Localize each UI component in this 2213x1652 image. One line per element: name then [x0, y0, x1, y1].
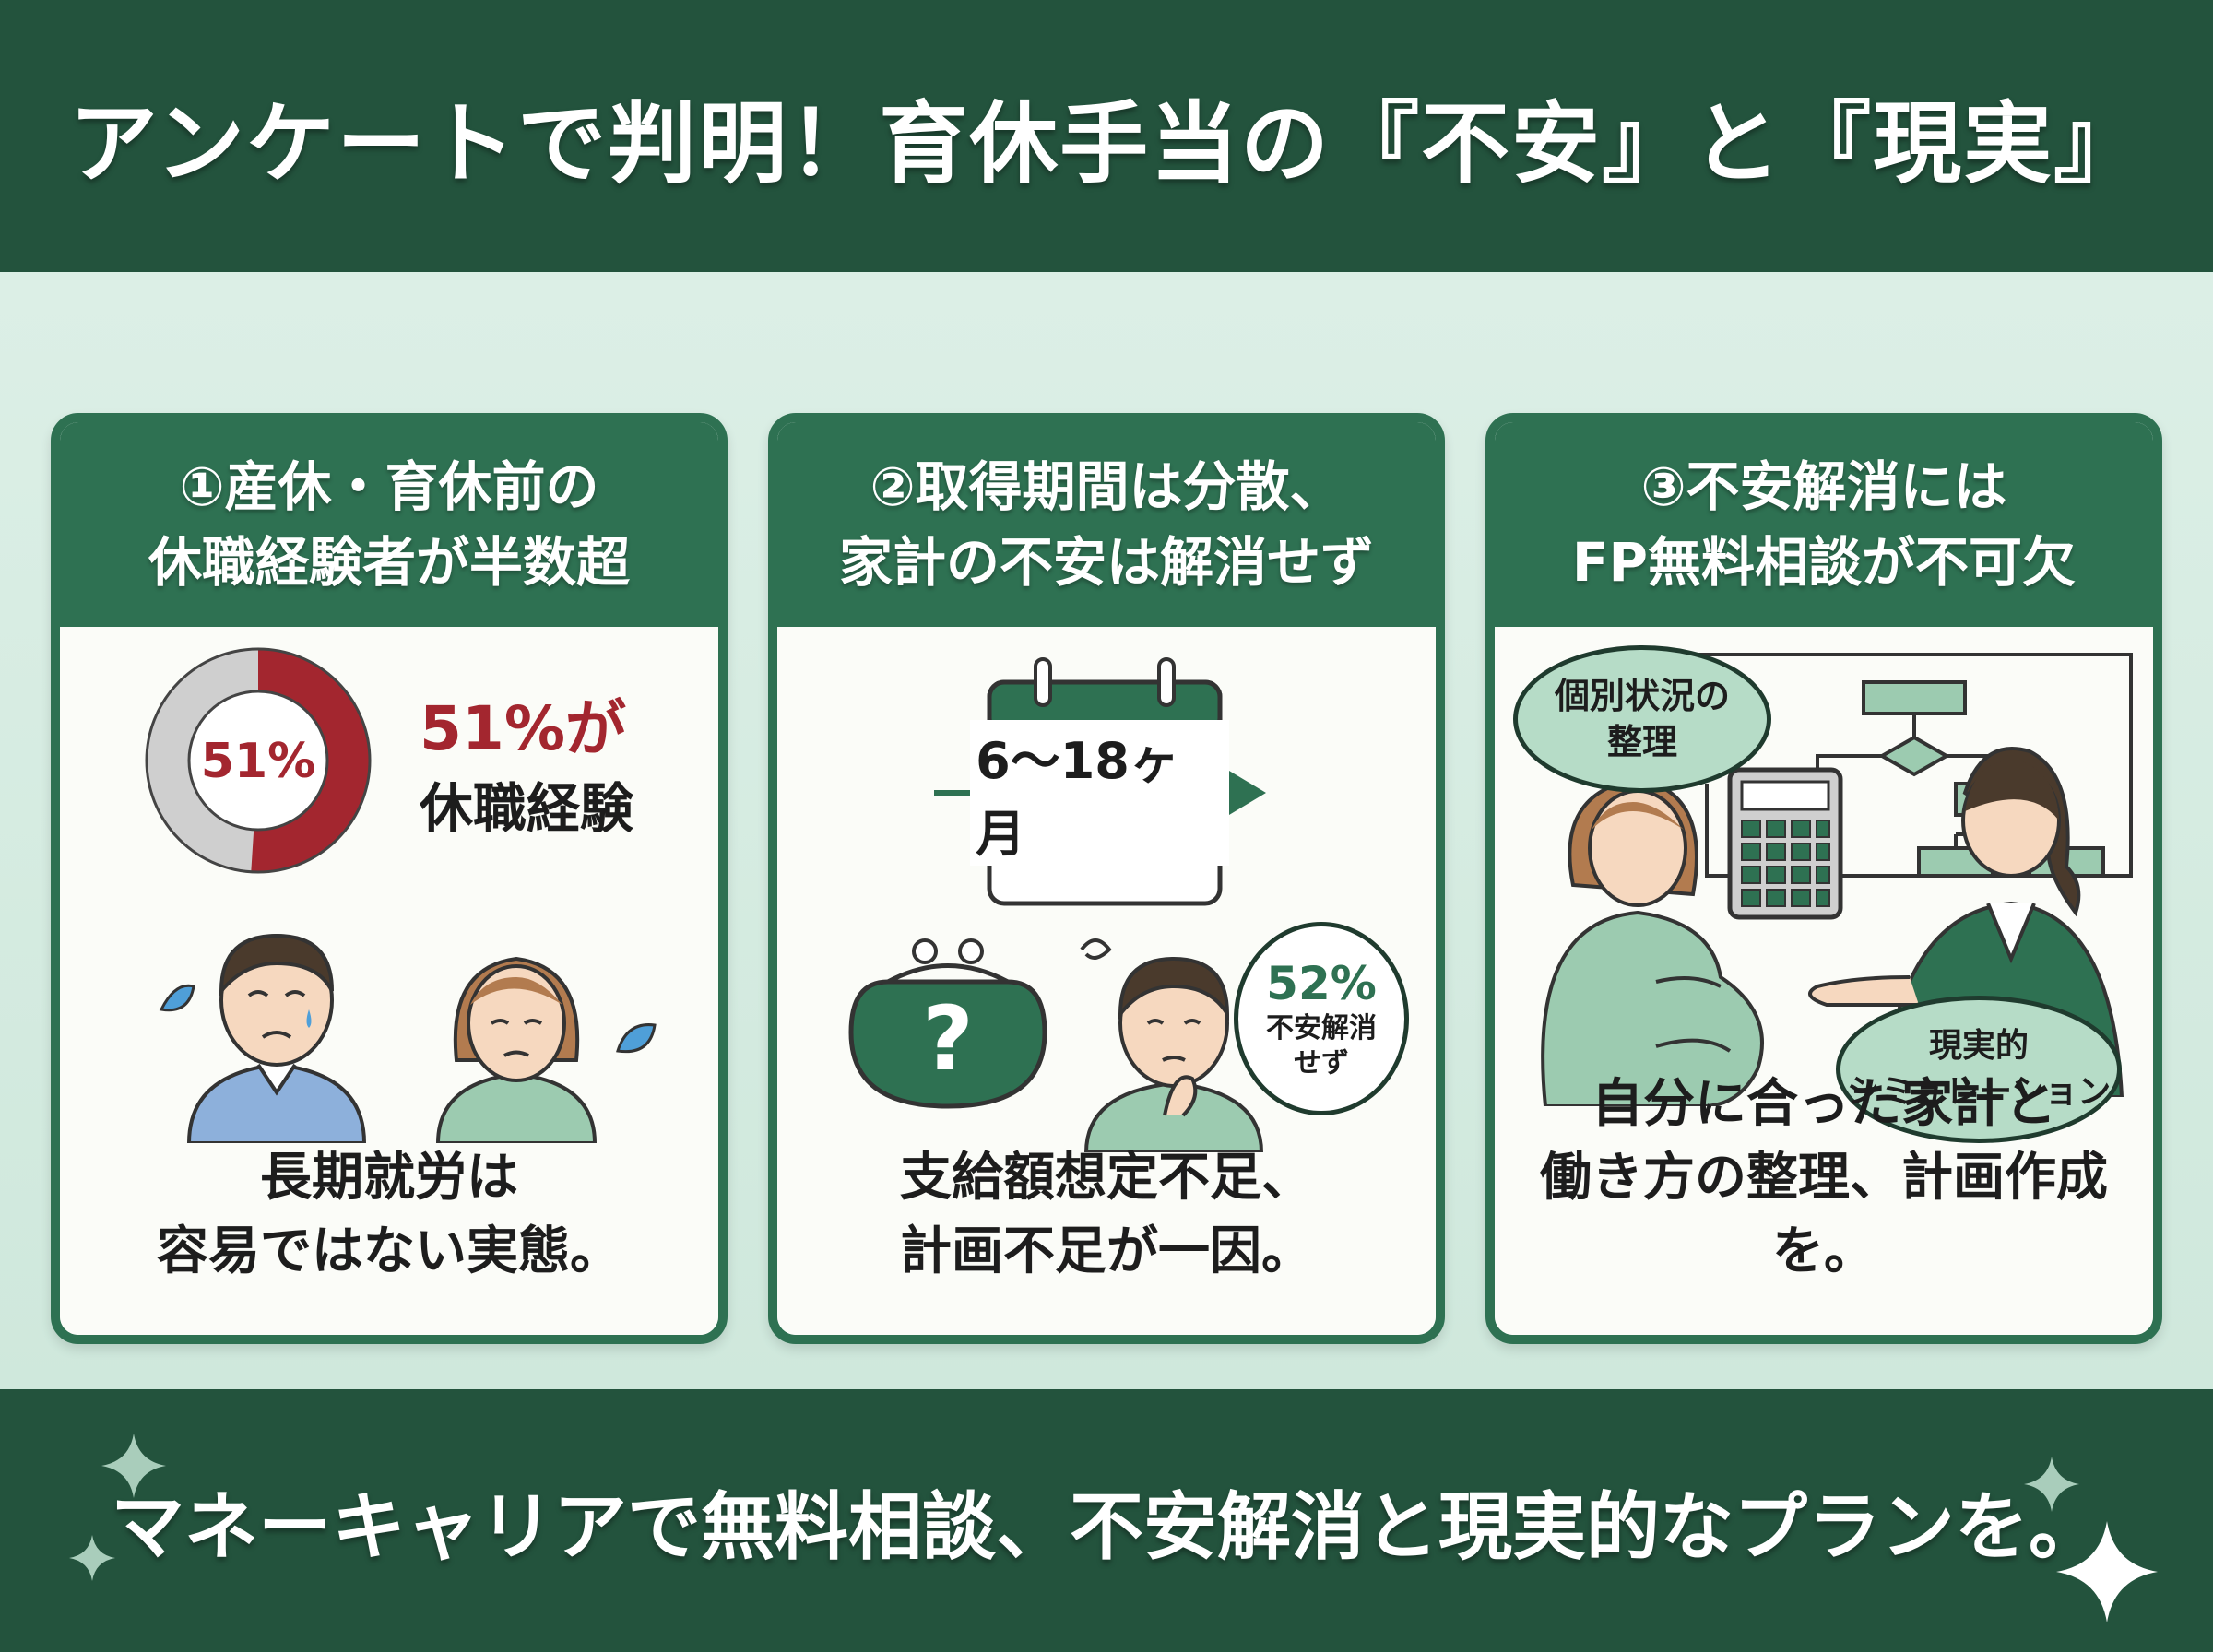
thinking-man-illustration — [1080, 938, 1264, 1152]
donut-arc — [147, 649, 370, 872]
calculator-icon — [1727, 767, 1843, 920]
card-caption: 支給額想定不足、 計画不足が一因。 — [777, 1141, 1436, 1289]
stat-label: 休職経験 — [420, 777, 634, 840]
bubble-line1: 個別状況の — [1554, 676, 1730, 716]
card-body: 51% 51%が 休職経験 — [60, 627, 718, 1335]
card-heading-line1: ③不安解消には — [1640, 455, 2007, 518]
period-arrow: 6〜18ヶ月 — [934, 720, 1266, 866]
caption-line1: 長期就労は — [260, 1148, 518, 1208]
caption-line1: 支給額想定不足、 — [900, 1148, 1313, 1208]
bubble-line2: せず — [1294, 1047, 1349, 1080]
bubble-realistic-simulation: 現実的 シミュレーション — [1836, 996, 2122, 1143]
card-fp-consultation: ③不安解消には FP無料相談が不可欠 — [1485, 413, 2162, 1344]
bubble-line1: 不安解消 — [1266, 1012, 1377, 1044]
card-heading-line2: 家計の不安は解消せず — [838, 531, 1374, 594]
caption-line2: 計画不足が一因。 — [900, 1221, 1313, 1281]
header-banner: アンケートで判明！育休手当の『不安』と『現実』 — [0, 0, 2213, 272]
survey-speech-bubble: 52% 不安解消 せず — [1234, 922, 1409, 1115]
card-heading-line1: ②取得期間は分散、 — [870, 455, 1343, 518]
sparkle-icon — [101, 1434, 166, 1498]
sparkle-icon — [69, 1535, 115, 1581]
sparkle-icon — [2024, 1457, 2079, 1512]
card-leave-experience: ①産休・育休前の 休職経験者が半数超 51% 51%が 休職経験 — [51, 413, 728, 1344]
sweat-drop-icon — [159, 984, 195, 1012]
bubble-value: 52% — [1266, 957, 1377, 1010]
bubble-line2: 整理 — [1606, 722, 1677, 762]
card-caption: 長期就労は 容易ではない実態。 — [60, 1141, 718, 1289]
worried-man-illustration — [186, 933, 367, 1143]
card-heading-line2: FP無料相談が不可欠 — [1571, 531, 2077, 594]
arrow-head-icon — [1229, 771, 1266, 815]
card-leave-period: ②取得期間は分散、 家計の不安は解消せず 6〜18ヶ月 ? — [768, 413, 1445, 1344]
caption-line2: 容易ではない実態。 — [157, 1221, 621, 1281]
card-heading: ②取得期間は分散、 家計の不安は解消せず — [777, 422, 1436, 627]
pregnant-woman-illustration — [1541, 776, 1764, 1106]
card-caption: 自分に合った家計と 働き方の整理、計画作成を。 — [1495, 1068, 2153, 1289]
card-heading-line2: 休職経験者が半数超 — [148, 531, 630, 594]
purse-icon: ? — [848, 938, 1047, 1109]
card-body: 個別状況の 整理 現実的 シミュレーション 自分に合った家計と 働き方の整理、計… — [1495, 627, 2153, 1335]
question-mark: ? — [922, 987, 974, 1091]
page-title: アンケートで判明！育休手当の『不安』と『現実』 — [68, 92, 2145, 195]
donut-chart: 51% — [145, 647, 372, 874]
card-body: 6〜18ヶ月 ? 52% 不安解消 せず 支給額想定不足、 — [777, 627, 1436, 1335]
footer-banner: マネーキャリアで無料相談、不安解消と現実的なプランを。 — [0, 1389, 2213, 1652]
bubble-line2: シミュレーション — [1846, 1073, 2112, 1111]
card-heading: ①産休・育休前の 休職経験者が半数超 — [60, 422, 718, 627]
card-heading: ③不安解消には FP無料相談が不可欠 — [1495, 422, 2153, 627]
sparkle-icon — [2056, 1521, 2158, 1622]
donut-label: 51% — [201, 734, 315, 789]
bubble-individual-situation: 個別状況の 整理 — [1513, 645, 1771, 793]
caption-line2: 働き方の整理、計画作成を。 — [1540, 1148, 2108, 1281]
bubble-line1: 現実的 — [1928, 1027, 2029, 1065]
worried-woman-illustration — [435, 956, 598, 1143]
footer-message: マネーキャリアで無料相談、不安解消と現実的なプランを。 — [111, 1483, 2102, 1570]
stat-value: 51%が — [420, 693, 626, 764]
period-label: 6〜18ヶ月 — [970, 720, 1229, 866]
caption-line1: 自分に合った家計と — [1592, 1074, 2056, 1134]
sweat-drop-icon — [616, 1023, 657, 1054]
card-heading-line1: ①産休・育休前の — [179, 455, 599, 518]
